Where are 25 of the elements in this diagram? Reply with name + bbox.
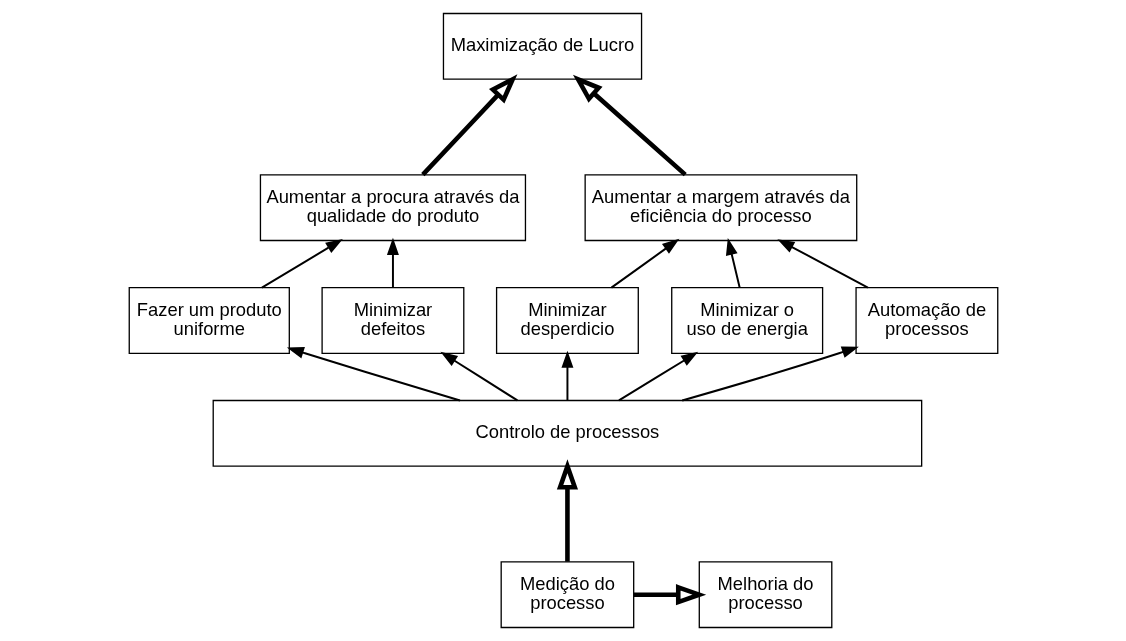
node-box: Maximização de Lucro — [442, 12, 642, 80]
arrow — [260, 239, 343, 289]
node-box: Medição do processo — [500, 561, 634, 629]
arrow — [572, 74, 687, 177]
arrow — [286, 347, 461, 402]
node-box: Minimizar desperdicio — [495, 287, 639, 354]
node-box: Aumentar a margem através da eficiência do processo — [584, 174, 857, 242]
node-box: Fazer um produto uniforme — [128, 287, 290, 354]
node-box: Automação de processos — [854, 287, 998, 354]
arrow — [725, 237, 741, 289]
arrow — [560, 350, 573, 402]
arrow — [556, 459, 578, 562]
arrow — [680, 346, 859, 402]
node-box: Minimizar defeitos — [320, 287, 464, 354]
arrow — [609, 238, 679, 289]
node-box: Minimizar o uso de energia — [670, 287, 823, 354]
node-box: Melhoria do processo — [698, 561, 832, 629]
arrow — [776, 239, 869, 289]
arrow — [633, 584, 706, 606]
arrow — [439, 351, 518, 402]
node-box: Controlo de processos — [212, 399, 922, 467]
arrow — [386, 237, 399, 289]
arrow — [617, 351, 698, 402]
node-box: Aumentar a procura através da qualidade do produto — [259, 174, 526, 242]
arrow — [420, 74, 517, 177]
